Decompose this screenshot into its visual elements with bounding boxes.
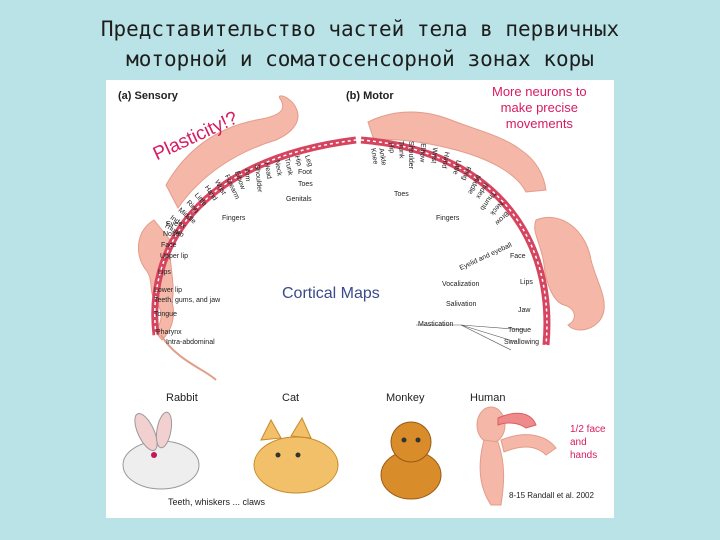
- cortical-maps-figure: (a) Sensory (b) Motor Plasticity!? More …: [106, 80, 614, 518]
- sensory-label-upper-lip: Upper lip: [160, 253, 189, 260]
- animal-label-cat: Cat: [282, 392, 300, 404]
- motor-label-vocalization: Vocalization: [442, 281, 480, 288]
- sensory-label-lower-lip: Lower lip: [154, 287, 183, 294]
- figure-drawing: [122, 95, 605, 506]
- monkey-drawing: [380, 421, 442, 500]
- motor-label-fingers: Fingers: [436, 215, 460, 222]
- motor-note-line-3: movements: [505, 116, 573, 131]
- sensory-homunculus-body: [165, 95, 299, 209]
- half-face-line-2: and: [570, 437, 587, 448]
- sensory-label-teeth-gums-jaw: Teeth, gums, and jaw: [154, 297, 221, 304]
- sensory-label-toes: Toes: [298, 181, 313, 188]
- motor-panel-label: (b) Motor: [346, 90, 394, 102]
- sensory-label-nose: Nose: [163, 231, 180, 238]
- motor-label-salivation: Salivation: [446, 301, 477, 308]
- motor-cortex-band: [360, 136, 551, 346]
- motor-label-lips: Lips: [520, 279, 533, 286]
- cortical-maps-title: Cortical Maps: [282, 285, 380, 302]
- rabbit-drawing: [122, 411, 200, 490]
- motor-pointer-lines: [416, 324, 527, 351]
- cat-drawing: [253, 416, 339, 494]
- motor-label-mastication: Mastication: [418, 321, 454, 328]
- sensory-cortex-band: [151, 136, 357, 336]
- motor-homunculus-body: [367, 111, 547, 193]
- motor-label-tongue: Tongue: [508, 327, 531, 334]
- motor-note-line-2: make precise: [500, 100, 578, 115]
- sensory-label-genitals: Genitals: [286, 196, 312, 203]
- figure-credit: 8-15 Randall et al. 2002: [509, 491, 594, 500]
- sensory-label-pharynx: Pharynx: [156, 329, 182, 336]
- animal-label-rabbit: Rabbit: [166, 392, 198, 404]
- motor-label-wrist: Wrist: [429, 147, 438, 164]
- sensory-label-fingers: Fingers: [222, 215, 246, 222]
- sensory-panel-label: (a) Sensory: [118, 90, 178, 102]
- motor-homunculus-face: [534, 216, 605, 331]
- human-drawing: [476, 406, 557, 506]
- slide-title: Представительство частей тела в первичны…: [0, 14, 720, 74]
- half-face-line-1: 1/2 face: [570, 424, 606, 435]
- motor-label-face: Face: [510, 253, 526, 260]
- half-face-note: 1/2 face and hands: [570, 423, 606, 462]
- animal-label-human: Human: [470, 392, 506, 404]
- sensory-label-lips: Lips: [158, 269, 171, 276]
- motor-label-elbow: Elbow: [418, 143, 426, 163]
- animal-label-monkey: Monkey: [386, 392, 425, 404]
- motor-label-hip: Hip: [386, 142, 395, 154]
- half-face-line-3: hands: [570, 450, 598, 461]
- motor-note-line-1: More neurons to: [492, 84, 587, 99]
- sensory-label-intra-abdominal: Intra-abdominal: [166, 339, 215, 346]
- sensory-label-tongue: Tongue: [154, 311, 177, 318]
- motor-label-swallowing: Swallowing: [504, 339, 540, 346]
- motor-label-trunk: Trunk: [396, 140, 405, 159]
- motor-note: More neurons to make precise movements: [492, 84, 587, 132]
- motor-label-shoulder: Shoulder: [407, 141, 414, 170]
- slide-title-line-1: Представительство частей тела в первичны…: [100, 17, 620, 41]
- sensory-label-foot: Foot: [298, 169, 313, 176]
- motor-label-jaw: Jaw: [518, 307, 531, 314]
- sensory-nerve-line: [160, 334, 217, 381]
- sensory-label-eye: Eye: [166, 221, 179, 228]
- bottom-caption: Teeth, whiskers ... claws: [168, 497, 266, 507]
- slide-title-line-2: моторной и соматосенсорной зонах коры: [126, 47, 594, 71]
- sensory-label-face: Face: [161, 242, 177, 249]
- motor-label-toes: Toes: [394, 191, 409, 198]
